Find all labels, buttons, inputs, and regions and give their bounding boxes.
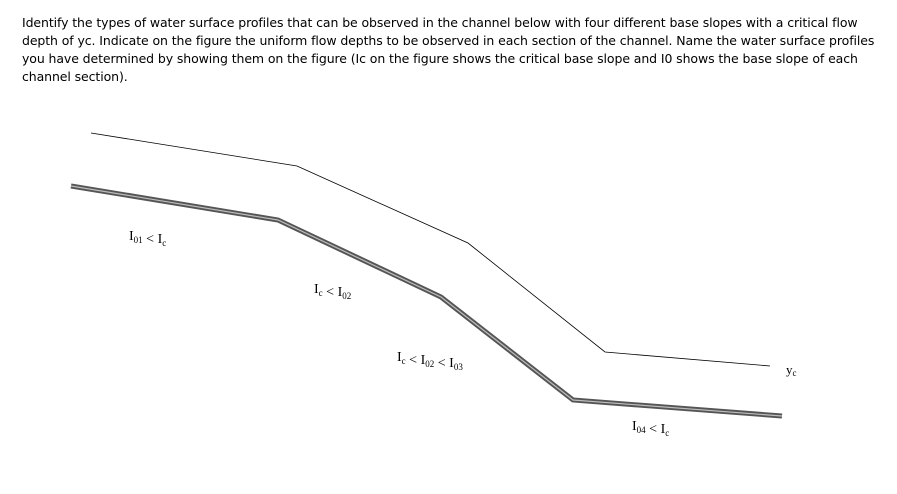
critical-depth-label-sub: c — [793, 368, 797, 378]
slope-label-subscript: 02 — [342, 291, 351, 301]
slope-label-part: I — [314, 282, 319, 297]
slope-label-subscript: c — [402, 356, 406, 366]
slope-label-part: < — [646, 422, 661, 437]
channel-bed — [70, 183, 783, 419]
critical-depth-label: yc — [786, 362, 797, 378]
slope-label-part: I — [632, 419, 637, 434]
slope-label-subscript: 02 — [425, 359, 434, 369]
question-text: Identify the types of water surface prof… — [22, 15, 875, 84]
slope-label-section-2: Ic < I02 — [314, 282, 351, 301]
slope-label-part: < — [143, 232, 158, 247]
slope-label-part: I — [397, 350, 402, 365]
slope-label-part: I — [449, 356, 454, 371]
slope-label-part: I — [158, 232, 163, 247]
slope-label-part: < — [406, 353, 421, 368]
critical-depth-line — [90, 132, 771, 367]
critical-depth-label-main: y — [786, 362, 793, 377]
slope-label-part: I — [129, 229, 134, 244]
slope-label-subscript: 01 — [134, 235, 143, 245]
slope-label-part: I — [338, 285, 343, 300]
slope-label-subscript: 04 — [637, 425, 647, 435]
slope-label-part: < — [323, 285, 338, 300]
slope-label-subscript: c — [319, 288, 323, 298]
slope-label-section-3: Ic < I02 < I03 — [397, 350, 463, 372]
slope-label-section-1: I01 < Ic — [129, 229, 166, 248]
slope-label-part: < — [434, 356, 449, 371]
slope-label-section-4: I04 < Ic — [632, 419, 669, 438]
slope-label-subscript: c — [162, 238, 166, 248]
slope-label-part: I — [421, 353, 426, 368]
slope-label-subscript: c — [665, 428, 669, 438]
slope-label-part: I — [661, 422, 666, 437]
slope-label-subscript: 03 — [454, 362, 464, 372]
